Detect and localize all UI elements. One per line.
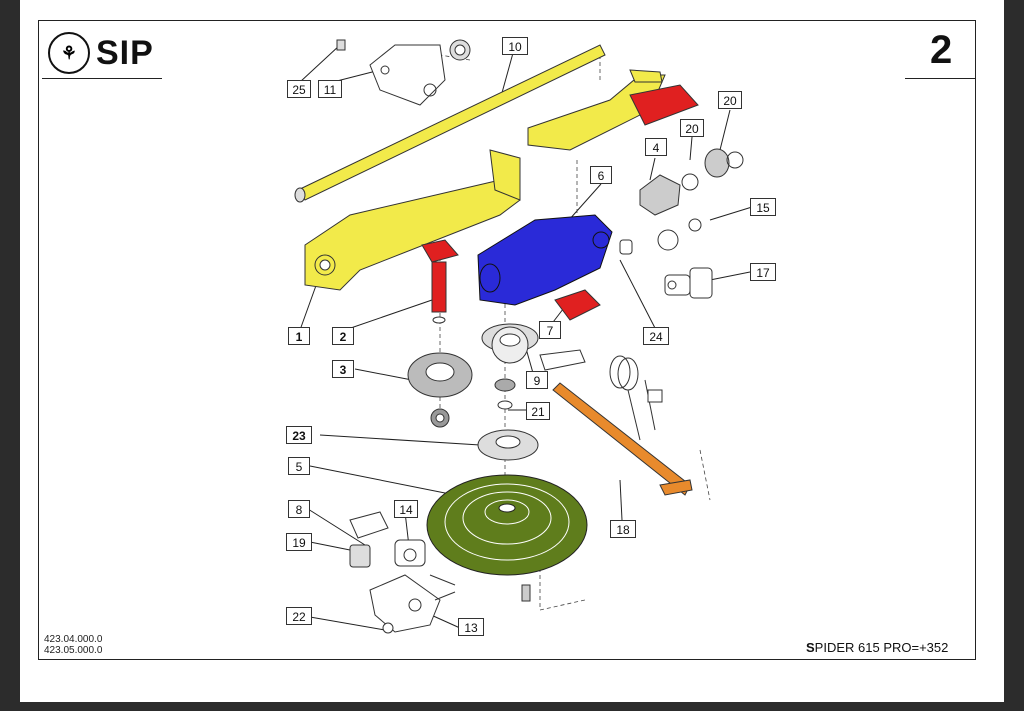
shaft-part-10 <box>294 44 606 203</box>
bottom-frame <box>0 702 1024 711</box>
part-label-11: 11 <box>318 80 342 98</box>
part-label-18: 18 <box>610 520 636 538</box>
model-prefix: S <box>806 640 815 655</box>
nipple-part-25 <box>336 39 346 51</box>
hub-part-9 <box>481 323 539 364</box>
part-label-2: 2 <box>332 327 354 345</box>
bearing-part-20 <box>704 148 730 178</box>
brand-name: SIP <box>96 33 154 72</box>
right-frame <box>1004 0 1024 711</box>
sheet-border <box>38 20 976 660</box>
part-label-7: 7 <box>539 321 561 339</box>
gasket-part-7 <box>554 289 601 321</box>
pin-part-24 <box>619 239 633 255</box>
drawing-code-2: 423.05.000.0 <box>44 645 103 656</box>
logo-underline <box>42 78 162 79</box>
gasket-part-2 <box>421 239 459 263</box>
page-number-underline <box>905 78 975 79</box>
part-label-14: 14 <box>394 500 418 518</box>
part-label-4: 4 <box>645 138 667 156</box>
part-label-9: 9 <box>526 371 548 389</box>
part-label-6: 6 <box>590 166 612 184</box>
ring-part-20a <box>681 173 699 191</box>
part-label-8: 8 <box>288 500 310 518</box>
disc-part-5 <box>426 474 588 576</box>
part-label-21: 21 <box>526 402 550 420</box>
gasket-top <box>629 84 699 126</box>
pulley-part-23 <box>477 429 539 461</box>
part-label-5: 5 <box>288 457 310 475</box>
pinion-gear-part-4 <box>639 174 681 216</box>
left-frame <box>0 0 20 711</box>
part-label-1: 1 <box>288 327 310 345</box>
main-boom-part-1 <box>304 149 521 291</box>
arm-part-18 <box>552 382 691 496</box>
brand-logo: ⚘ SIP <box>48 32 154 74</box>
clamp-plate <box>539 349 586 371</box>
shaft-part-2 <box>431 261 447 313</box>
part-label-25: 25 <box>287 80 311 98</box>
joint-part-17 <box>664 267 713 299</box>
bracket-part-11 <box>369 44 446 106</box>
gearbox-part-6 <box>477 214 613 306</box>
bearing-part-21 <box>494 378 516 392</box>
model-rest: PIDER 615 PRO=+352 <box>814 640 949 655</box>
part-label-24: 24 <box>643 327 669 345</box>
part-label-20a: 20 <box>680 119 704 137</box>
bolt <box>521 584 531 602</box>
part-label-13: 13 <box>458 618 484 636</box>
sip-logo-icon: ⚘ <box>48 32 90 74</box>
part-label-19: 19 <box>286 533 312 551</box>
part-label-15: 15 <box>750 198 776 216</box>
part-label-10: 10 <box>502 37 528 55</box>
spring-assembly <box>609 355 663 441</box>
part-label-20b: 20 <box>718 91 742 109</box>
part-label-22: 22 <box>286 607 312 625</box>
page-number: 2 <box>930 28 953 72</box>
drawing-code-1: 423.04.000.0 <box>44 634 103 645</box>
part-label-23: 23 <box>286 426 312 444</box>
tool-holder-assembly <box>349 511 456 634</box>
model-name: SPIDER 615 PRO=+352 <box>806 640 948 655</box>
part-label-17: 17 <box>750 263 776 281</box>
part-label-3: 3 <box>332 360 354 378</box>
bevel-gear-part-3 <box>407 352 473 398</box>
circlip <box>657 229 679 251</box>
